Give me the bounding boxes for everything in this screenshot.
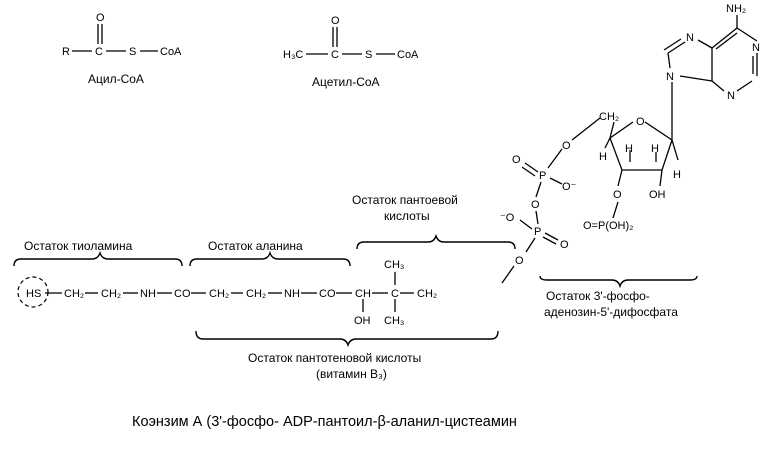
adenine-n3-atom: N	[727, 90, 735, 102]
chain-ch3-bottom: CH₃	[384, 315, 404, 327]
phosphate-1-anion-oxygen: O⁻	[562, 181, 577, 193]
acyl-coa-formula: R C O S CoA Ацил-CoA	[62, 12, 182, 86]
acyl-r-atom: R	[62, 46, 70, 58]
ribose-3-phosphate: O=P(OH)₂	[583, 220, 633, 232]
ribose-h2-atom: H	[625, 143, 633, 155]
residue-annotations: Остаток тиоламина Остаток аланина Остато…	[13, 193, 698, 381]
chain-quaternary-c: C	[391, 288, 399, 300]
ribose-group: CH₂ O H H H H OH O O=P(OH)₂	[583, 82, 681, 232]
acetyl-s-atom: S	[365, 49, 372, 61]
chain-co-b: CO	[319, 288, 336, 300]
phosphorus-1-atom: P	[539, 170, 546, 182]
thiol-highlight-circle	[17, 276, 49, 308]
adp-residue-label-line1: Остаток 3'-фосфо-	[546, 289, 650, 303]
adenine-n7-atom: N	[686, 32, 694, 44]
phosphate-2-bottom-oxygen: O	[515, 255, 524, 267]
pantothenic-brace	[195, 330, 499, 348]
chain-ch2-d: CH₂	[246, 288, 266, 300]
chain-nh-a: NH	[140, 288, 156, 300]
chain-oh-group: OH	[354, 315, 371, 327]
acetyl-h3c-group: H₃C	[283, 49, 303, 61]
acetyl-o-atom: O	[331, 15, 340, 27]
chain-nh-b: NH	[284, 288, 300, 300]
thiolamine-residue-label: Остаток тиоламина	[24, 239, 133, 253]
phosphate-2-double-oxygen: O	[560, 239, 569, 251]
ribose-h3-atom: H	[651, 143, 659, 155]
phosphorus-2-atom: P	[534, 226, 541, 238]
pantothenic-residue-label-line1: Остаток пантотеновой кислоты	[248, 351, 421, 365]
chain-ch2-a: CH₂	[64, 288, 84, 300]
chain-co-a: CO	[174, 288, 191, 300]
phosphate-link-oxygen: O	[562, 140, 571, 152]
acyl-coa-group: CoA	[160, 46, 182, 58]
chain-ch3-top: CH₃	[384, 259, 404, 271]
ribose-ch2-group: CH₂	[599, 111, 619, 123]
acyl-s-atom: S	[129, 46, 136, 58]
adp-brace	[539, 275, 698, 289]
alanine-residue-label: Остаток аланина	[208, 239, 303, 253]
adenine-n9-atom: N	[666, 71, 674, 83]
alanine-brace	[189, 250, 351, 267]
diphosphate-group: O P O O⁻ O P ⁻O O O	[500, 117, 601, 284]
adenine-group: NH₂ N N N N	[663, 3, 760, 102]
chain-ch-group: CH	[355, 288, 371, 300]
diagram-caption: Коэнзим А (3'-фосфо- ADP-пантоил-β-алани…	[132, 414, 517, 430]
pantoic-residue-label-line2: кислоты	[384, 209, 430, 223]
ribose-3-oxygen: O	[613, 189, 622, 201]
pantetheine-chain: HS CH₂ CH₂ NH CO CH₂ CH₂ NH CO CH OH C C…	[17, 259, 437, 327]
ribose-ring-oxygen: O	[636, 116, 645, 128]
acetyl-c-atom: C	[331, 49, 339, 61]
ribose-oh-group: OH	[649, 189, 666, 201]
acyl-coa-name: Ацил-CoA	[88, 72, 144, 86]
ribose-h4-atom: H	[673, 169, 681, 181]
adenine-nh2-group: NH₂	[726, 3, 746, 15]
acyl-c-atom: C	[95, 46, 103, 58]
ribose-h1-atom: H	[599, 151, 607, 163]
chain-ch2-b: CH₂	[101, 288, 121, 300]
acetyl-coa-formula: H₃C C O S CoA Ацетил-CoA	[283, 15, 419, 89]
pantothenic-residue-label-line2: (витамин B₃)	[316, 367, 387, 381]
acyl-o-atom: O	[96, 12, 105, 24]
chain-ch2-c: CH₂	[209, 288, 229, 300]
phosphate-bridge-oxygen: O	[531, 199, 540, 211]
acetyl-coa-name: Ацетил-CoA	[312, 75, 380, 89]
thiolamine-brace	[13, 250, 183, 267]
acetyl-coa-group: CoA	[397, 49, 419, 61]
adenine-n1-atom: N	[752, 42, 760, 54]
chain-hs-group: HS	[26, 288, 41, 300]
chain-ch2-e: CH₂	[417, 288, 437, 300]
adp-residue-label-line2: аденозин-5'-дифосфата	[544, 305, 678, 319]
phosphate-1-double-oxygen: O	[512, 154, 521, 166]
phosphate-2-anion-oxygen: ⁻O	[500, 212, 515, 224]
pantoic-residue-label-line1: Остаток пантоевой	[352, 193, 458, 207]
pantoic-brace	[356, 233, 516, 250]
